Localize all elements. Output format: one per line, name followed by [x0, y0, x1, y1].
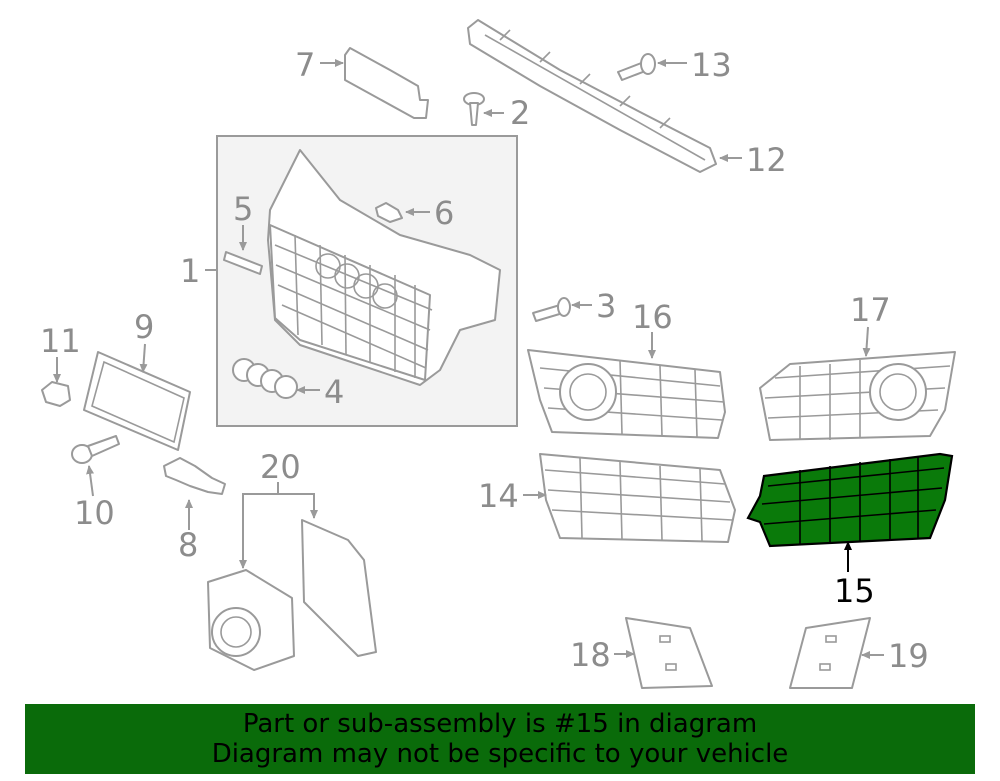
- callout-9: 9: [134, 308, 154, 346]
- part-11-nut: [41, 381, 71, 407]
- callout-13: 13: [691, 46, 732, 84]
- part-6-clip: [375, 202, 403, 223]
- leader-lines: [53, 59, 884, 659]
- part-3-bolt: [532, 297, 571, 322]
- part-18-bracket: [625, 617, 713, 689]
- part-8-bracket: [163, 457, 226, 495]
- callout-12: 12: [746, 141, 787, 179]
- part-9-plate: [83, 351, 191, 451]
- callout-10: 10: [74, 494, 115, 532]
- part-14-lower-grille-left: [539, 453, 736, 543]
- callout-2: 2: [510, 94, 530, 132]
- part-15-lower-grille-right: [746, 452, 954, 548]
- part-7-bracket: [344, 47, 429, 119]
- part-17-fog-grille-right: [759, 351, 956, 441]
- part-10-bolt: [71, 435, 120, 464]
- callout-14: 14: [478, 477, 519, 515]
- callout-1: 1: [180, 252, 200, 290]
- part-19-bracket: [789, 617, 871, 689]
- part-12-reinforcement: [467, 19, 717, 173]
- part-2-screw: [463, 92, 485, 126]
- info-banner: Part or sub-assembly is #15 in diagram D…: [25, 704, 975, 774]
- banner-line-1: Part or sub-assembly is #15 in diagram: [242, 709, 758, 739]
- callout-6: 6: [434, 194, 454, 232]
- part-4-emblem-rings: [232, 358, 298, 399]
- callout-20: 20: [260, 448, 301, 486]
- part-16-fog-grille-left: [527, 349, 726, 439]
- banner-line-2: Diagram may not be specific to your vehi…: [211, 739, 789, 769]
- callout-7: 7: [295, 46, 315, 84]
- callout-19: 19: [888, 637, 929, 675]
- part-13-bolt: [617, 53, 656, 81]
- callout-3: 3: [596, 287, 616, 325]
- callout-17: 17: [850, 291, 891, 329]
- callout-4: 4: [324, 373, 344, 411]
- callout-8: 8: [178, 526, 198, 564]
- callout-5: 5: [233, 190, 253, 228]
- callout-11: 11: [40, 322, 81, 360]
- callout-18: 18: [570, 636, 611, 674]
- part-5-badge: [223, 251, 263, 275]
- callout-16: 16: [632, 298, 673, 336]
- part-20-sensor-assembly: [207, 519, 377, 671]
- callout-15: 15: [834, 572, 875, 610]
